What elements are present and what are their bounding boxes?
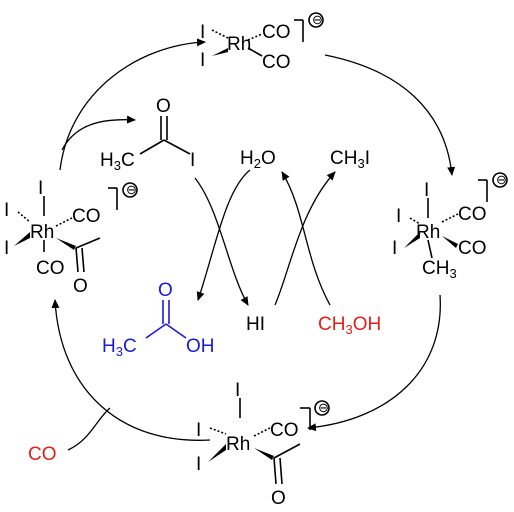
arrow-bottom-to-left (51, 299, 211, 441)
left-iodide-1: I (4, 200, 9, 221)
right-methyl: CH3 (422, 258, 457, 281)
complex-right: I I I Rh CO CO CH3 ⊖ (392, 172, 508, 281)
top-metal: Rh (227, 34, 251, 55)
left-metal: Rh (30, 222, 54, 243)
arrow-left-to-top (59, 38, 206, 171)
right-iodide-2: I (392, 238, 397, 259)
complex-left: I I I Rh CO CO O ⊖ (4, 178, 138, 297)
arrow-co-entry (67, 407, 111, 451)
bottom-charge: ⊖ (318, 400, 329, 415)
right-co-1: CO (458, 204, 487, 225)
top-co-1: CO (262, 22, 291, 43)
acetic-acid-methyl: H3C (102, 336, 137, 359)
top-co-2: CO (262, 52, 291, 73)
top-iodide-2: I (200, 50, 205, 71)
right-iodide-1: I (396, 206, 401, 227)
arrow-methanol-to-water (281, 171, 331, 306)
water: H2O (240, 148, 276, 171)
carbon-monoxide-reagent: CO (28, 444, 57, 465)
complex-bottom: I I I Rh CO O ⊖ (196, 380, 330, 509)
arrow-acetyl-iodide-to-hi (194, 177, 249, 306)
bottom-acyl-oxygen: O (271, 488, 286, 509)
acetic-acid: O H3C OH (102, 280, 215, 359)
acetic-acid-oxygen: O (158, 280, 173, 301)
acetyl-iodide-oxygen: O (156, 96, 171, 117)
acetic-acid-hydroxyl: OH (186, 336, 215, 357)
left-iodide-2: I (4, 238, 9, 259)
arrow-right-to-bottom (307, 294, 441, 432)
bottom-iodide-1: I (196, 420, 201, 441)
right-co-2: CO (458, 238, 487, 259)
arrow-water-to-acetic-acid (196, 169, 251, 301)
bottom-iodide-axial: I (235, 380, 240, 401)
left-co-2: CO (36, 258, 65, 279)
left-iodide-axial: I (38, 178, 43, 199)
top-charge: ⊖ (312, 12, 323, 27)
methyl-iodide: CH3I (330, 148, 370, 171)
acetyl-iodide-iodine: I (190, 150, 195, 171)
complex-top: I I Rh CO CO ⊖ (200, 12, 324, 73)
left-acyl-oxygen: O (73, 276, 88, 297)
left-charge: ⊖ (126, 182, 137, 197)
right-iodide-axial: I (424, 180, 429, 201)
arrow-acetyl-iodide-release (61, 115, 136, 151)
acetyl-iodide-methyl: H3C (100, 150, 135, 173)
acetyl-iodide: O H3C I (100, 96, 195, 173)
arrow-hi-to-methyl-iodide (274, 171, 336, 306)
arrow-top-to-right (324, 54, 456, 176)
left-co-1: CO (72, 206, 101, 227)
hydrogen-iodide: HI (246, 314, 265, 335)
bottom-co: CO (270, 420, 299, 441)
bottom-metal: Rh (226, 434, 250, 455)
top-iodide-1: I (200, 22, 205, 43)
methanol: CH3OH (318, 314, 381, 337)
bottom-iodide-2: I (196, 454, 201, 475)
right-metal: Rh (416, 222, 440, 243)
right-charge: ⊖ (496, 172, 507, 187)
